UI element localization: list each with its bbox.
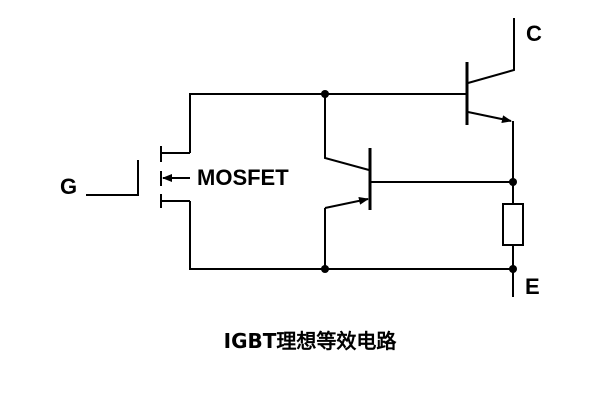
npn-emitter-arrow bbox=[467, 111, 512, 124]
pnp-collector-lead bbox=[324, 94, 370, 171]
emitter-label: E bbox=[525, 274, 540, 299]
junction-node-right bbox=[509, 178, 517, 186]
pnp-transistor bbox=[324, 94, 513, 269]
npn-collector-lead bbox=[467, 18, 515, 84]
gate-lead bbox=[86, 160, 139, 196]
collector-label: C bbox=[526, 21, 542, 46]
mosfet-symbol bbox=[160, 146, 190, 208]
gate-label: G bbox=[60, 174, 77, 199]
diagram-caption: IGBT理想等效电路 bbox=[224, 329, 398, 353]
junction-node-top bbox=[321, 90, 329, 98]
top-rail bbox=[189, 93, 466, 153]
mosfet-label: MOSFET bbox=[197, 165, 289, 190]
npn-transistor bbox=[465, 18, 515, 182]
junction-node-bottom-right bbox=[509, 265, 517, 273]
junction-node-bottom-left bbox=[321, 265, 329, 273]
resistor bbox=[502, 182, 524, 269]
resistor-body bbox=[502, 203, 524, 246]
pnp-emitter-arrow bbox=[324, 196, 369, 209]
bottom-rail bbox=[189, 201, 513, 270]
